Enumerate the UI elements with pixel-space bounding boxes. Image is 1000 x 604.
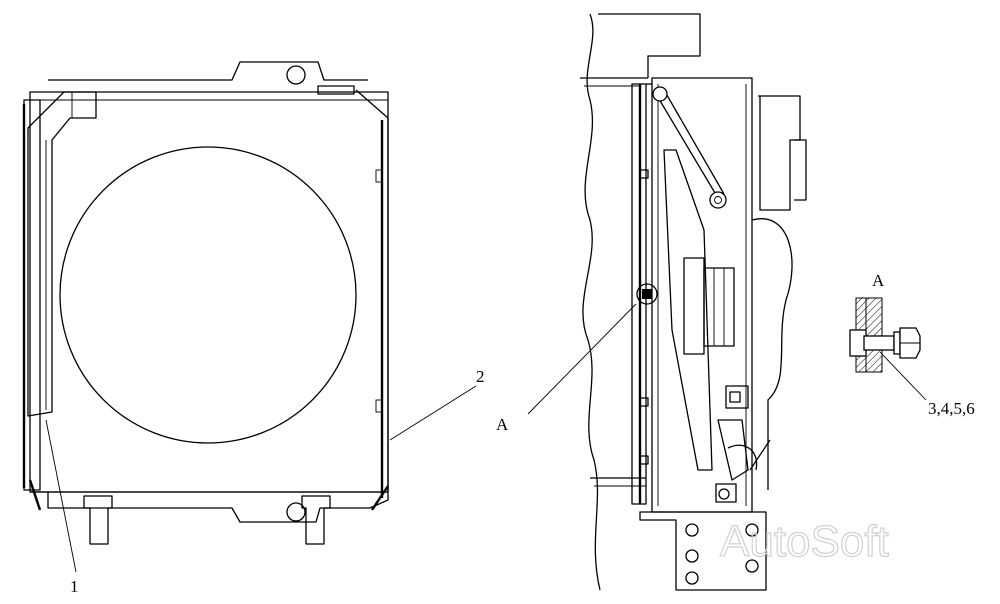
left-foot xyxy=(83,495,113,545)
filler-neck xyxy=(317,85,355,95)
callout-item-1: 1 xyxy=(70,577,79,596)
radiator-frame xyxy=(29,91,389,493)
callout-item-2: 2 xyxy=(476,367,485,386)
callout-view-a-title: A xyxy=(872,271,885,290)
detail-a-view xyxy=(849,297,927,401)
bottom-mount-bracket xyxy=(639,511,767,591)
leader-item-1 xyxy=(45,419,77,573)
installation-side-view xyxy=(580,13,807,591)
bottom-mount-hole xyxy=(286,502,306,522)
leader-view-a xyxy=(527,303,637,415)
detail-a-marker xyxy=(636,283,658,305)
top-mount-hole xyxy=(286,65,306,85)
fan-shroud-circle xyxy=(59,146,357,444)
leader-item-2 xyxy=(389,385,477,441)
right-foot xyxy=(301,495,331,545)
inlet-pipe xyxy=(27,91,97,417)
watermark-text: AutoSoft xyxy=(720,517,889,566)
leader-lines-left xyxy=(45,385,477,573)
shroud-box xyxy=(651,77,753,513)
callout-items-3-6: 3,4,5,6 xyxy=(928,399,975,418)
fan-blade-profile xyxy=(663,149,713,471)
radiator-front-view xyxy=(22,61,389,545)
callout-view-a-pointer: A xyxy=(496,415,509,434)
